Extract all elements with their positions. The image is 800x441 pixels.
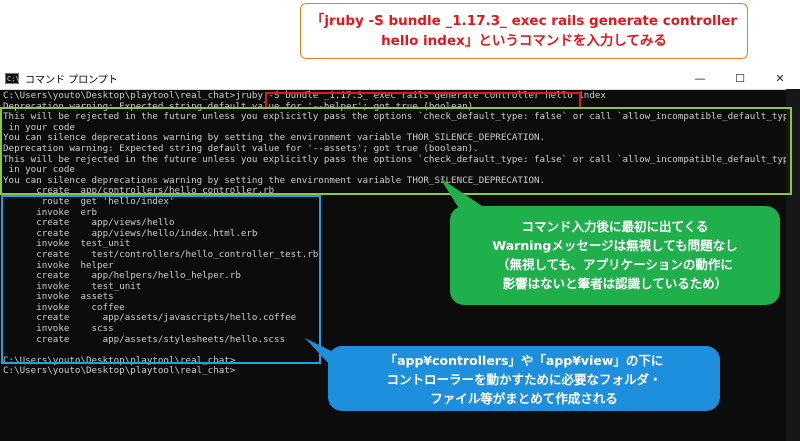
console-line: This will be rejected in the future unle… xyxy=(3,153,800,165)
minimize-button[interactable]: — xyxy=(694,71,706,85)
console-output[interactable]: C:\Users\youto\Desktop\playtool\real_cha… xyxy=(3,90,800,377)
console-line: This will be rejected in the future unle… xyxy=(3,111,800,123)
console-line: create app/views/hello xyxy=(3,217,175,229)
generated-files-callout-line: 「app¥controllers」や「app¥view」の下に xyxy=(384,353,664,368)
console-line: in your code xyxy=(3,164,75,176)
warning-callout-line: コマンド入力後に最初に出てくる xyxy=(521,219,709,234)
console-line: You can silence deprecations warning by … xyxy=(3,132,546,144)
maximize-button[interactable]: ☐ xyxy=(735,71,745,85)
console-line: C:\Users\youto\Desktop\playtool\real_cha… xyxy=(3,354,236,366)
console-line: You can silence deprecations warning by … xyxy=(3,174,546,186)
console-line: invoke test_unit xyxy=(3,280,142,292)
close-button[interactable]: ✕ xyxy=(775,71,785,85)
warning-callout-line: Warningメッセージは無視しても問題なし xyxy=(492,238,738,253)
console-line: create app/helpers/hello_helper.rb xyxy=(3,270,241,282)
console-line: create app/controllers/hello_controller.… xyxy=(3,185,275,197)
scrollbar[interactable] xyxy=(786,89,800,441)
warning-highlight-box xyxy=(0,107,792,195)
cmd-app-icon: C:\ xyxy=(5,72,20,84)
console-line: invoke test_unit xyxy=(3,238,131,250)
generated-files-callout-line: コントローラーを動かすために必要なフォルダ・ xyxy=(386,372,662,387)
generated-files-highlight-box xyxy=(1,195,321,364)
console-line: invoke assets xyxy=(3,291,114,303)
warning-callout-line: 影響はないと筆者は認識しているため） xyxy=(502,276,728,291)
console-line: invoke erb xyxy=(3,206,98,218)
console-line: create app/assets/stylesheets/hello.scss xyxy=(3,333,286,345)
console-line: route get 'hello/index' xyxy=(3,195,175,207)
console-line: create test/controllers/hello_controller… xyxy=(3,248,319,260)
console-line: in your code xyxy=(3,121,75,133)
console-line: create app/assets/javascripts/hello.coff… xyxy=(3,312,297,324)
title-bar[interactable]: C:\ コマンド プロンプト — ☐ ✕ xyxy=(0,67,800,90)
warning-callout-line: （無視しても、アプリケーションの動作に xyxy=(497,257,733,272)
blue-callout-tail xyxy=(305,338,333,366)
command-callout-line: hello index」というコマンドを入力してみる xyxy=(381,33,667,49)
command-callout: 「jruby -S bundle _1.17.3_ exec rails gen… xyxy=(300,3,748,59)
console-line: invoke scss xyxy=(3,323,114,335)
console-line: invoke helper xyxy=(3,259,114,271)
warning-callout: コマンド入力後に最初に出てくる Warningメッセージは無視しても問題なし （… xyxy=(450,206,780,305)
generated-files-callout: 「app¥controllers」や「app¥view」の下に コントローラーを… xyxy=(328,346,720,411)
command-callout-line: 「jruby -S bundle _1.17.3_ exec rails gen… xyxy=(310,13,738,29)
console-line: C:\Users\youto\Desktop\playtool\real_cha… xyxy=(3,365,236,377)
console-line: Deprecation warning: Expected string def… xyxy=(3,142,479,154)
window-title: コマンド プロンプト xyxy=(25,74,118,86)
console-line: create app/views/hello/index.html.erb xyxy=(3,227,258,239)
console-line: C:\Users\youto\Desktop\playtool\real_cha… xyxy=(3,90,606,101)
green-callout-tail xyxy=(440,178,488,210)
generated-files-callout-line: ファイル等がまとめて作成される xyxy=(430,391,618,406)
window-controls: — ☐ ✕ xyxy=(680,67,800,89)
console-line: invoke coffee xyxy=(3,301,125,313)
